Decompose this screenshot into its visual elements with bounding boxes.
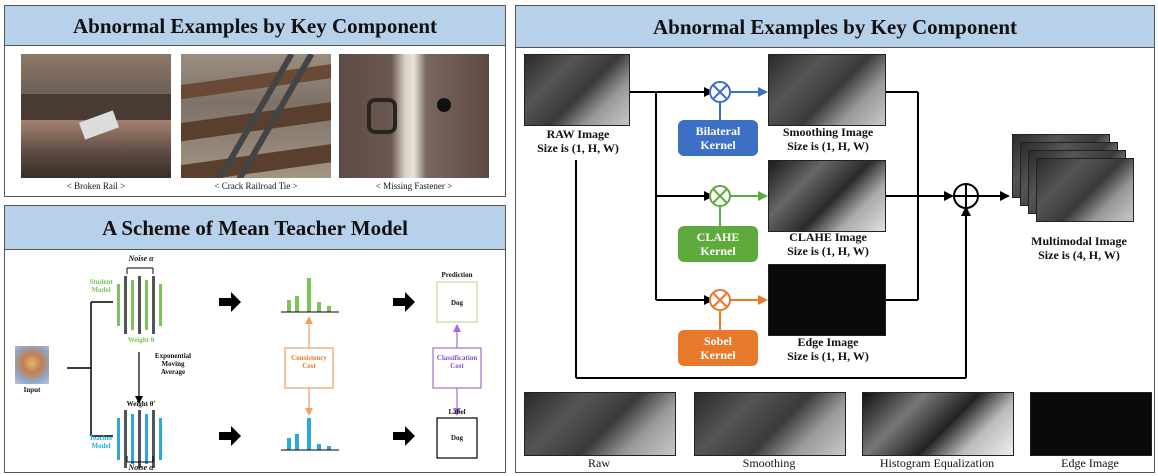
student-output-histogram xyxy=(281,278,339,313)
smoothing-image-label: Smoothing Image Size is (1, H, W) xyxy=(782,125,874,153)
prediction-dog: Dog xyxy=(450,299,464,307)
multiply-op-green xyxy=(709,185,731,207)
raw-image-thumb xyxy=(524,54,630,126)
consistency-cost-label: Consistency Cost xyxy=(291,354,327,371)
noise-label-bottom: Noise α xyxy=(128,463,154,472)
bottom-label-edge: Edge Image xyxy=(1061,456,1119,470)
teacher-model-label: Teacher Model xyxy=(89,434,113,451)
smoothing-image-thumb xyxy=(768,54,886,126)
bottom-edge-thumb xyxy=(1030,392,1152,456)
multimodal-stack xyxy=(1012,134,1142,224)
ema-label: Exponential Moving Average xyxy=(154,352,192,377)
pipeline-connectors xyxy=(575,81,1010,379)
multiply-op-orange xyxy=(709,289,731,311)
student-network-bars xyxy=(117,276,162,334)
bottom-label-raw: Raw xyxy=(588,456,610,470)
weight-theta-prime-label: Weight θ' xyxy=(126,400,156,408)
bottom-label-histeq: Histogram Equalization xyxy=(879,456,995,470)
input-label: Input xyxy=(23,386,41,394)
classification-cost-label: Classification Cost xyxy=(436,354,478,371)
label-dog: Dog xyxy=(450,434,464,442)
sum-op xyxy=(953,183,979,209)
label-title: Label xyxy=(448,408,466,416)
noise-label-top: Noise α xyxy=(128,254,154,263)
multiply-op-blue xyxy=(709,81,731,103)
preprocessing-panel: Abnormal Examples by Key Component xyxy=(515,5,1155,473)
mean-teacher-diagram xyxy=(67,267,482,468)
bottom-label-smoothing: Smoothing xyxy=(742,456,796,470)
weight-theta-label: Weight θ xyxy=(127,336,155,344)
sobel-kernel-box: Sobel Kernel xyxy=(678,330,758,366)
student-model-label: Student Model xyxy=(89,278,113,295)
abnormal-examples-panel: Abnormal Examples by Key Component < Bro… xyxy=(4,5,506,197)
clahe-kernel-box: CLAHE Kernel xyxy=(678,226,758,262)
panel-title: Abnormal Examples by Key Component xyxy=(5,6,505,46)
panel-title: A Scheme of Mean Teacher Model xyxy=(5,206,505,250)
teacher-network-bars xyxy=(117,410,162,468)
photo-caption: < Broken Rail > xyxy=(66,181,126,191)
edge-image-thumb xyxy=(768,264,886,336)
bottom-raw-thumb xyxy=(524,392,676,456)
clahe-image-label: CLAHE Image Size is (1, H, W) xyxy=(787,230,869,258)
photo-caption: < Crack Railroad Tie > xyxy=(214,181,298,191)
bilateral-kernel-box: Bilateral Kernel xyxy=(678,120,758,156)
input-dog-image xyxy=(15,346,49,384)
bottom-smoothing-thumb xyxy=(694,392,846,456)
edge-image-label: Edge Image Size is (1, H, W) xyxy=(787,335,869,363)
crack-railroad-tie-photo xyxy=(181,54,331,178)
teacher-output-histogram xyxy=(281,418,339,451)
panel-title: Abnormal Examples by Key Component xyxy=(516,6,1154,48)
raw-image-label: RAW Image Size is (1, H, W) xyxy=(537,127,619,155)
broken-rail-photo xyxy=(21,54,171,178)
clahe-image-thumb xyxy=(768,160,886,232)
bottom-histeq-thumb xyxy=(862,392,1014,456)
multimodal-image-label: Multimodal Image Size is (4, H, W) xyxy=(1031,234,1127,262)
prediction-label: Prediction xyxy=(441,271,473,279)
mean-teacher-panel: A Scheme of Mean Teacher Model xyxy=(4,205,506,473)
multimodal-layer xyxy=(1036,158,1134,222)
missing-fastener-photo xyxy=(339,54,489,178)
photo-caption: < Missing Fastener > xyxy=(375,181,453,191)
